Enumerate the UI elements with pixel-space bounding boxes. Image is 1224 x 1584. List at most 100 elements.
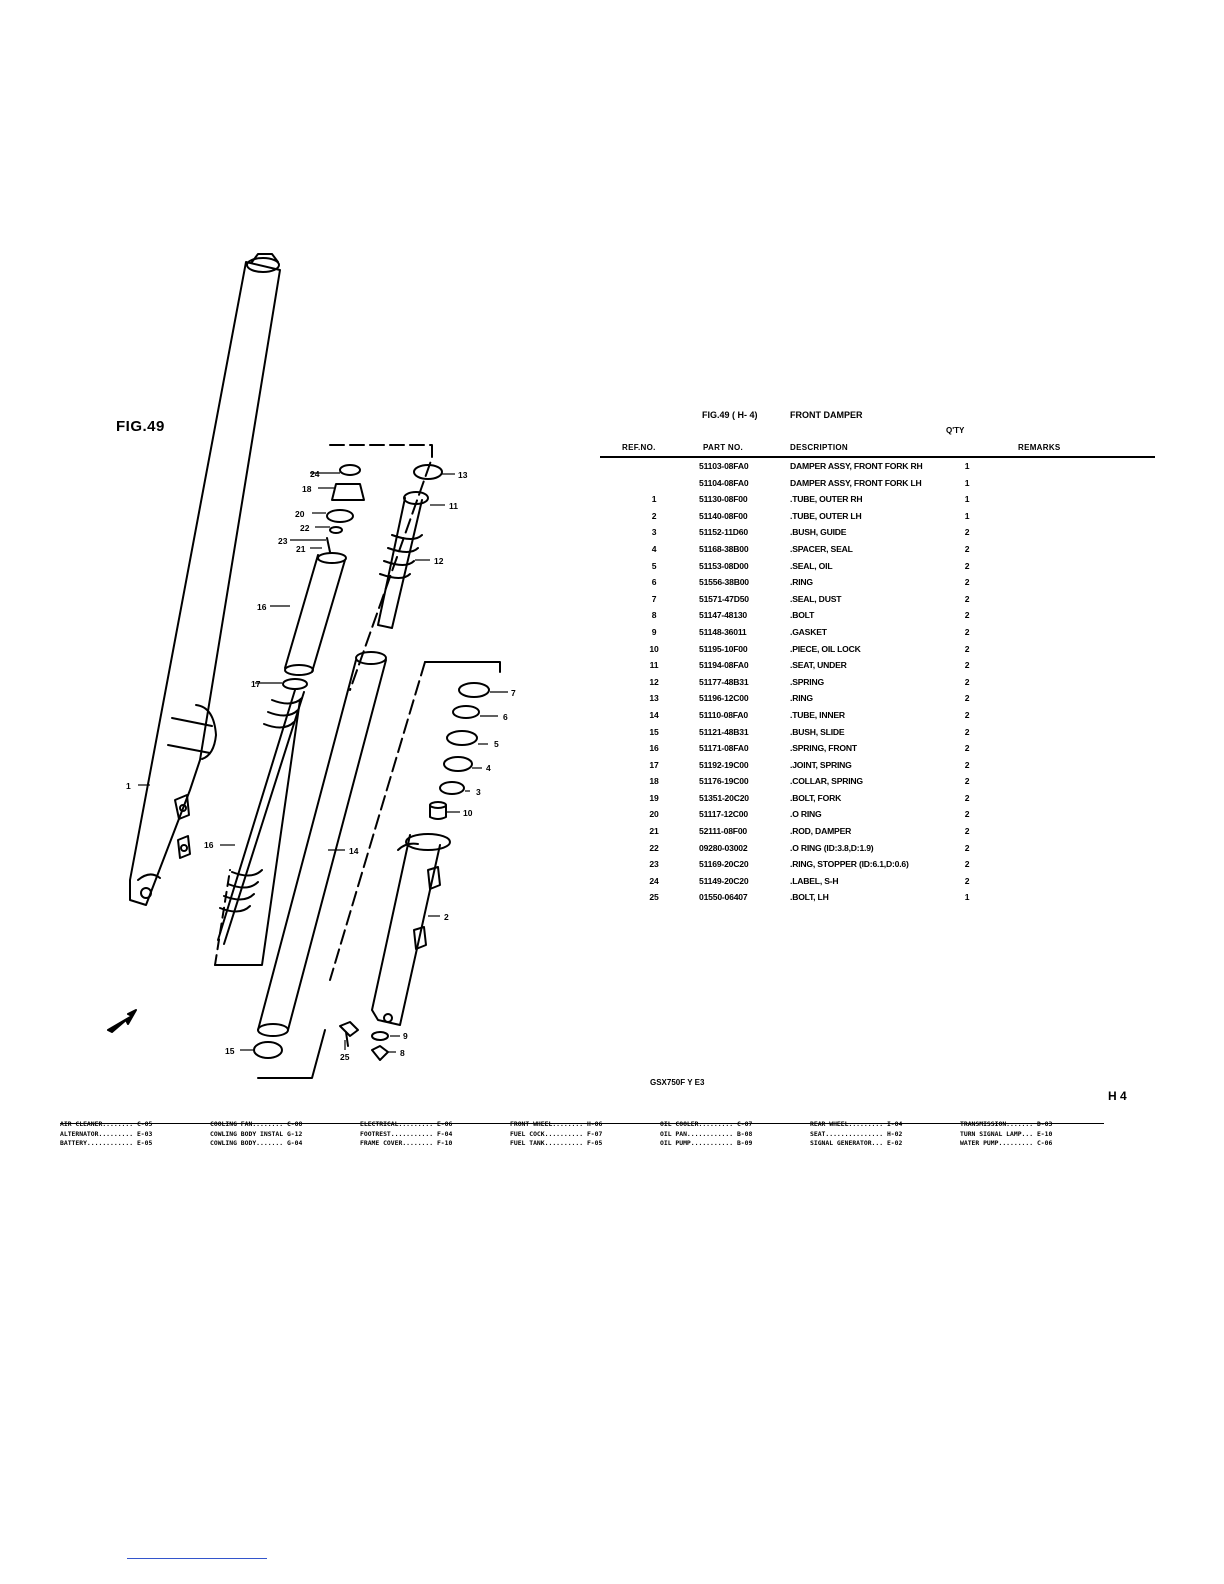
qty-cell: 2: [964, 809, 970, 820]
index-entry[interactable]: TURN SIGNAL LAMP... E-10: [960, 1129, 1053, 1138]
description-cell: .JOINT, SPRING: [790, 759, 852, 770]
o-ring-top: [326, 509, 354, 523]
part-number-cell: 51351-20C20: [699, 792, 749, 803]
description-cell: .SEAL, DUST: [790, 593, 842, 604]
ref-cell: 19: [649, 792, 659, 803]
ref-cell: 8: [651, 610, 657, 621]
part-number-cell: 51140-08F00: [699, 510, 748, 521]
description-cell: .O RING (ID:3.8,D:1.9): [790, 842, 874, 853]
index-entry[interactable]: COWLING BODY INSTAL G-12: [210, 1129, 303, 1138]
ref-cell: 2: [651, 510, 657, 521]
qty-cell: 2: [964, 643, 970, 654]
qty-cell: 2: [964, 593, 970, 604]
svg-text:21: 21: [296, 544, 306, 554]
part-number-cell: 51169-20C20: [699, 859, 749, 870]
qty-cell: 2: [964, 842, 970, 853]
piece-oil-lock: [429, 804, 447, 820]
description-cell: .GASKET: [790, 626, 827, 637]
part-number-cell: 51149-20C20: [699, 875, 749, 886]
part-number-cell: 51103-08FA0: [699, 461, 749, 471]
part-number-cell: 52111-08F00: [699, 826, 747, 837]
description-cell: .TUBE, OUTER LH: [790, 510, 862, 521]
ring-13: [413, 464, 443, 480]
svg-text:20: 20: [295, 509, 305, 519]
index-entry[interactable]: OIL COOLER......... C-07: [660, 1120, 753, 1128]
ref-cell: 17: [649, 759, 659, 770]
qty-cell: 2: [964, 875, 970, 886]
bush-guide: [439, 781, 465, 795]
svg-text:8: 8: [400, 1048, 405, 1058]
part-number-cell: 51176-19C00: [699, 776, 749, 787]
index-entry[interactable]: WATER PUMP......... C-06: [960, 1139, 1053, 1147]
part-number-cell: 51196-12C00: [699, 693, 749, 704]
part-number-cell: 51168-38B00: [699, 543, 749, 554]
ref-column-header: REF.NO.: [622, 443, 656, 452]
index-entry[interactable]: AIR CLEANER........ C-05: [60, 1120, 153, 1128]
description-cell: .SEAT, UNDER: [790, 660, 847, 671]
svg-text:11: 11: [449, 501, 458, 511]
qty-cell: 2: [964, 759, 970, 770]
index-entry[interactable]: BATTERY............ E-05: [60, 1139, 153, 1147]
index-entry[interactable]: OIL PUMP........... B-09: [660, 1139, 753, 1147]
part-number-cell: 51177-48B31: [699, 676, 749, 687]
front-arrow: [107, 1009, 137, 1033]
index-entry[interactable]: FRONT WHEEL........ H-06: [510, 1120, 603, 1128]
index-entry[interactable]: SIGNAL GENERATOR... E-02: [810, 1139, 903, 1147]
part-number-cell: 51195-10F00: [699, 643, 748, 654]
index-entry[interactable]: ELECTRICAL......... E-06: [360, 1120, 453, 1128]
index-entry[interactable]: OIL PAN............ B-08: [660, 1129, 753, 1138]
ref-cell: 6: [651, 577, 657, 588]
index-entry[interactable]: FRAME COVER........ F-10: [360, 1139, 453, 1147]
ref-cell: 23: [649, 859, 659, 870]
description-cell: .SEAL, OIL: [790, 560, 833, 571]
table-row: 2 51140-08F00 .TUBE, OUTER LH 1: [600, 508, 1160, 525]
qty-cell: 2: [964, 743, 970, 754]
part-number-cell: 51117-12C00: [699, 809, 748, 820]
index-entry[interactable]: TRANSMISSION....... D-03: [960, 1120, 1053, 1128]
ref-cell: 5: [651, 560, 657, 571]
ref-cell: 1: [651, 494, 657, 505]
seal-dust: [458, 682, 490, 698]
qty-cell: 1: [964, 477, 970, 488]
description-cell: .TUBE, INNER: [790, 709, 845, 720]
ref-cell: 14: [649, 709, 659, 720]
description-cell: .RING, STOPPER (ID:6.1,D:0.6): [790, 859, 909, 870]
index-entry[interactable]: FUEL TANK.......... F-05: [510, 1139, 603, 1147]
svg-text:6: 6: [503, 712, 508, 722]
index-entry[interactable]: COWLING BODY....... G-04: [210, 1139, 303, 1147]
index-entry[interactable]: ALTERNATOR......... E-03: [60, 1129, 153, 1138]
index-entry[interactable]: FUEL COCK.......... F-07: [510, 1129, 603, 1138]
svg-text:12: 12: [434, 556, 444, 566]
part-number-cell: 51147-48130: [699, 610, 747, 621]
description-cell: .O RING: [790, 809, 822, 820]
qty-cell: 1: [964, 494, 970, 505]
ref-cell: 13: [649, 693, 659, 704]
part-number-cell: 51148-36011: [699, 626, 747, 637]
index-entry[interactable]: COOLING FAN........ C-08: [210, 1120, 303, 1128]
qty-cell: 2: [964, 610, 970, 621]
index-entry[interactable]: FOOTREST........... F-04: [360, 1129, 453, 1138]
index-entry[interactable]: SEAT............... H-02: [810, 1129, 903, 1138]
index-entry[interactable]: REAR WHEEL......... I-04: [810, 1120, 903, 1128]
qty-column-header: Q'TY: [946, 426, 965, 435]
svg-text:10: 10: [463, 808, 473, 818]
qty-cell: 1: [964, 510, 970, 521]
svg-text:5: 5: [494, 739, 499, 749]
